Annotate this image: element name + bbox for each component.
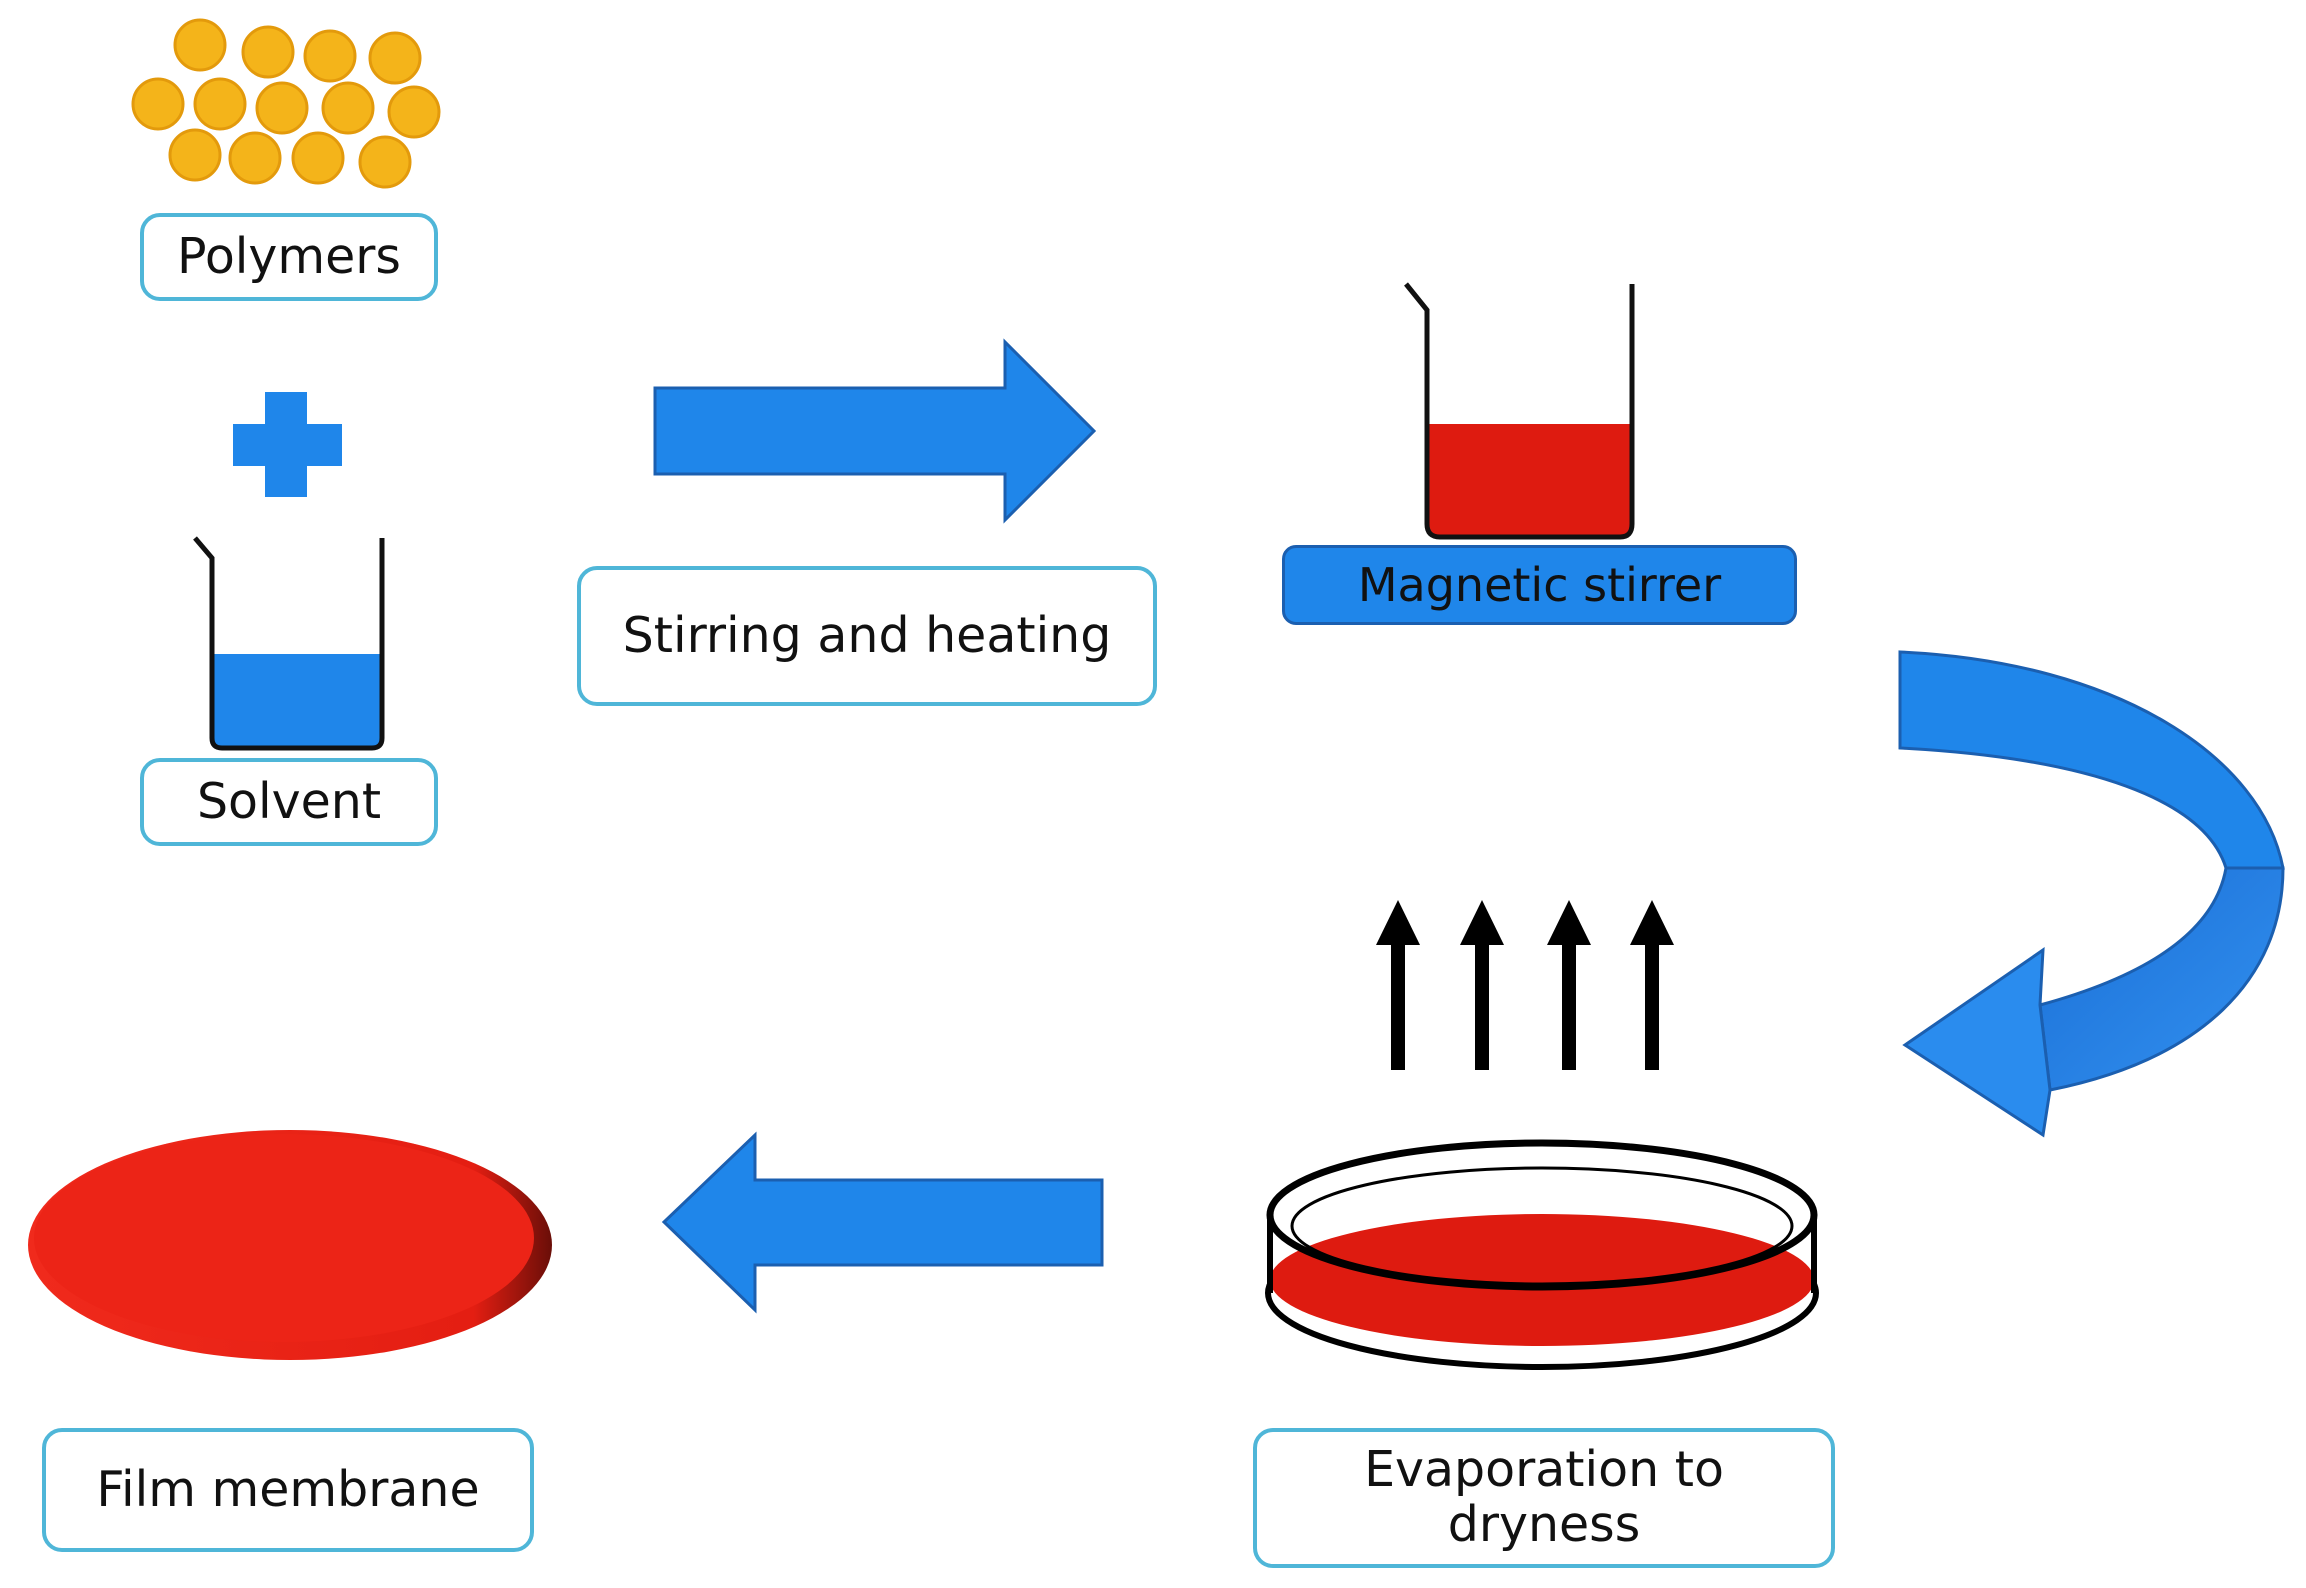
up-arrow-icon [1376, 900, 1420, 1070]
polymer-bead [321, 81, 375, 135]
polymer-bead [173, 18, 227, 72]
arrow-right [653, 338, 1097, 524]
polymer-bead [193, 77, 247, 131]
solvent-beaker [193, 536, 385, 751]
solution-beaker [1404, 282, 1635, 540]
arrow-curved [1898, 650, 2285, 1138]
up-arrow-icon [1547, 900, 1591, 1070]
stirring-text: Stirring and heating [622, 606, 1112, 664]
polymer-bead [303, 29, 357, 83]
arrow-left [661, 1131, 1104, 1314]
polymers-text: Polymers [177, 227, 401, 285]
up-arrow-icon [1460, 900, 1504, 1070]
film-membrane-text: Film membrane [96, 1460, 480, 1518]
evaporation-label: Evaporation to dryness [1253, 1428, 1835, 1568]
magnetic-stirrer-text: Magnetic stirrer [1357, 558, 1722, 612]
solvent-label: Solvent [140, 758, 438, 846]
solvent-text: Solvent [196, 772, 382, 830]
polymer-bead [168, 128, 222, 182]
evaporation-text: Evaporation to dryness [1364, 1441, 1724, 1553]
polymer-bead [131, 77, 185, 131]
up-arrow-icon [1630, 900, 1674, 1070]
stirring-label: Stirring and heating [577, 566, 1157, 706]
magnetic-stirrer: Magnetic stirrer [1282, 545, 1797, 625]
polymer-bead [387, 85, 441, 139]
beaker-icon [193, 536, 385, 751]
polymer-bead [241, 25, 295, 79]
plus-icon [233, 392, 342, 497]
film-membrane-label: Film membrane [42, 1428, 534, 1552]
polymer-bead [291, 131, 345, 185]
polymer-bead [358, 135, 412, 189]
vapor-arrows [1376, 900, 1674, 1070]
polymer-beads [131, 18, 441, 189]
polymers-label: Polymers [140, 213, 438, 301]
petri-dish [1265, 1139, 1819, 1370]
polymer-bead [228, 131, 282, 185]
beaker-icon [1404, 282, 1635, 540]
polymer-bead [255, 81, 309, 135]
film-membrane-disc [28, 1130, 552, 1360]
polymer-bead [368, 31, 422, 85]
